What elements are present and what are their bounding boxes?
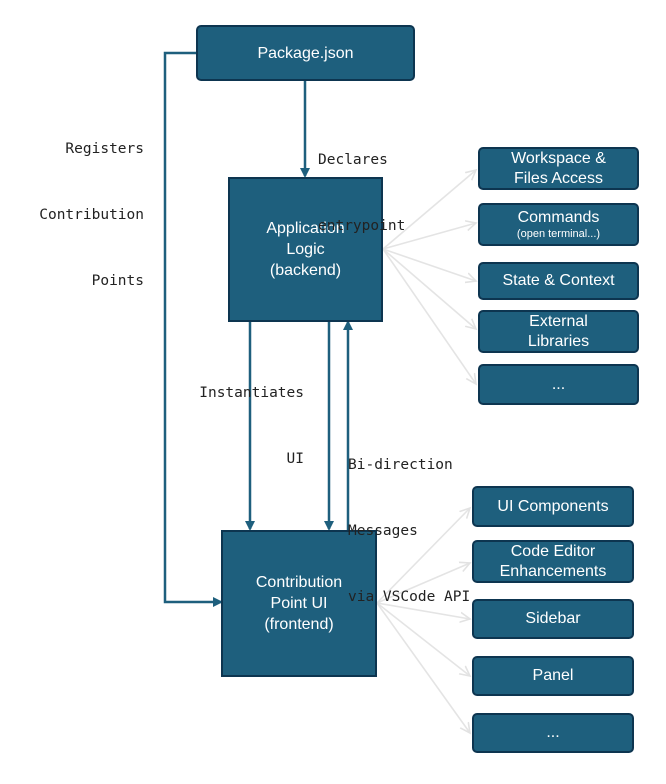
- app-logic-line-2: Logic: [286, 241, 325, 258]
- capability-label: External: [529, 312, 588, 330]
- capability-label: Code Editor: [510, 542, 596, 560]
- capability-label: Sidebar: [525, 610, 581, 627]
- capability-label: Files Access: [514, 169, 603, 187]
- capability-label: UI Components: [497, 497, 609, 515]
- registers-label: Registers Contribution Points: [0, 94, 144, 336]
- registers-line-1: Registers: [65, 141, 144, 157]
- capability-workspace-files: Workspace & Files Access: [478, 147, 639, 190]
- app-logic-line-3: (backend): [269, 262, 342, 279]
- app-logic-line-1: Application: [266, 220, 345, 237]
- capability-code-editor-enhancements: Code Editor Enhancements: [472, 540, 634, 583]
- capability-label: Libraries: [527, 332, 590, 350]
- capability-label: ...: [546, 724, 560, 741]
- capability-more-backend: ...: [478, 364, 639, 405]
- registers-line-3: Points: [91, 273, 144, 289]
- package-json-node: Package.json: [196, 25, 415, 81]
- messages-line-2: Messages: [348, 523, 418, 539]
- contribution-ui-line-1: Contribution: [255, 574, 343, 591]
- registers-line-2: Contribution: [39, 207, 144, 223]
- declares-line-1: Declares: [318, 152, 388, 168]
- messages-label: Bi-direction Messages via VSCode API: [348, 410, 470, 652]
- messages-line-3: via VSCode API: [348, 589, 471, 605]
- capability-sidebar: Sidebar: [472, 599, 634, 639]
- capability-label: Enhancements: [499, 562, 607, 580]
- declares-line-2: entrypoint: [318, 218, 406, 234]
- capability-external-libraries: External Libraries: [478, 310, 639, 353]
- capability-commands: Commands (open terminal...): [478, 203, 639, 246]
- capability-label: Workspace &: [511, 149, 606, 167]
- capability-label: Panel: [532, 667, 574, 684]
- capability-state-context: State & Context: [478, 262, 639, 300]
- registers-arrow: [163, 51, 223, 607]
- capability-label: State & Context: [502, 272, 615, 289]
- capability-ui-components: UI Components: [472, 486, 634, 527]
- package-json-label: Package.json: [257, 44, 354, 62]
- capability-label: Commands: [517, 209, 600, 226]
- instantiates-label: Instantiates UI: [150, 338, 304, 514]
- backend-fan-arrows: [382, 170, 476, 384]
- messages-line-1: Bi-direction: [348, 457, 453, 473]
- declares-label: Declares entrypoint: [318, 105, 405, 281]
- capability-panel: Panel: [472, 656, 634, 696]
- capability-label: ...: [551, 375, 566, 393]
- capability-more-frontend: ...: [472, 713, 634, 753]
- contribution-ui-line-3: (frontend): [264, 616, 334, 633]
- frontend-fan-arrows: [376, 508, 470, 733]
- instantiates-line-2: UI: [286, 451, 304, 467]
- capability-sublabel: (open terminal...): [516, 228, 601, 240]
- instantiates-line-1: Instantiates: [199, 385, 304, 401]
- application-logic-node: Application Logic (backend): [228, 177, 383, 322]
- contribution-ui-line-2: Point UI: [270, 595, 328, 612]
- contribution-point-ui-node: Contribution Point UI (frontend): [221, 530, 377, 677]
